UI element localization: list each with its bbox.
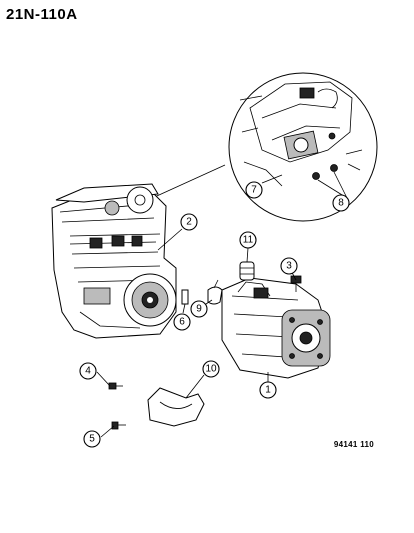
callout-6: 6 — [173, 313, 191, 331]
svg-text:6: 6 — [179, 317, 185, 328]
part-11-bushing — [239, 261, 255, 281]
part-9-connector — [207, 279, 223, 305]
callout-11: 11 — [239, 231, 257, 249]
svg-text:3: 3 — [286, 261, 292, 272]
figure-code: 94141 110 — [333, 440, 374, 449]
svg-text:2: 2 — [186, 217, 192, 228]
part-5-bolt — [111, 421, 126, 430]
part-4-bolt — [108, 382, 123, 390]
svg-text:11: 11 — [243, 235, 254, 246]
callout-7: 7 — [245, 181, 263, 199]
callout-1: 1 — [259, 381, 277, 399]
part-10-dust-shield — [147, 387, 205, 427]
svg-text:5: 5 — [89, 434, 95, 445]
figure-id: 21N-110A — [6, 6, 78, 23]
svg-text:4: 4 — [85, 366, 91, 377]
callout-5: 5 — [83, 430, 101, 448]
callout-2: 2 — [180, 213, 198, 231]
svg-text:8: 8 — [338, 198, 344, 209]
callout-3: 3 — [280, 257, 298, 275]
engine-ribs — [69, 235, 161, 283]
engine-block — [51, 183, 177, 339]
svg-text:1: 1 — [265, 385, 271, 396]
callout-8: 8 — [332, 194, 350, 212]
svg-text:7: 7 — [251, 185, 257, 196]
transaxle-end-cover — [281, 309, 331, 367]
transaxle — [221, 277, 331, 379]
callout-10: 10 — [202, 360, 220, 378]
inset-bracket-drawing — [239, 81, 363, 187]
callout-4: 4 — [79, 362, 97, 380]
part-6-dowel — [181, 289, 189, 305]
callout-9: 9 — [190, 300, 208, 318]
svg-text:9: 9 — [196, 304, 202, 315]
flywheel — [123, 273, 177, 327]
svg-text:10: 10 — [205, 364, 217, 375]
